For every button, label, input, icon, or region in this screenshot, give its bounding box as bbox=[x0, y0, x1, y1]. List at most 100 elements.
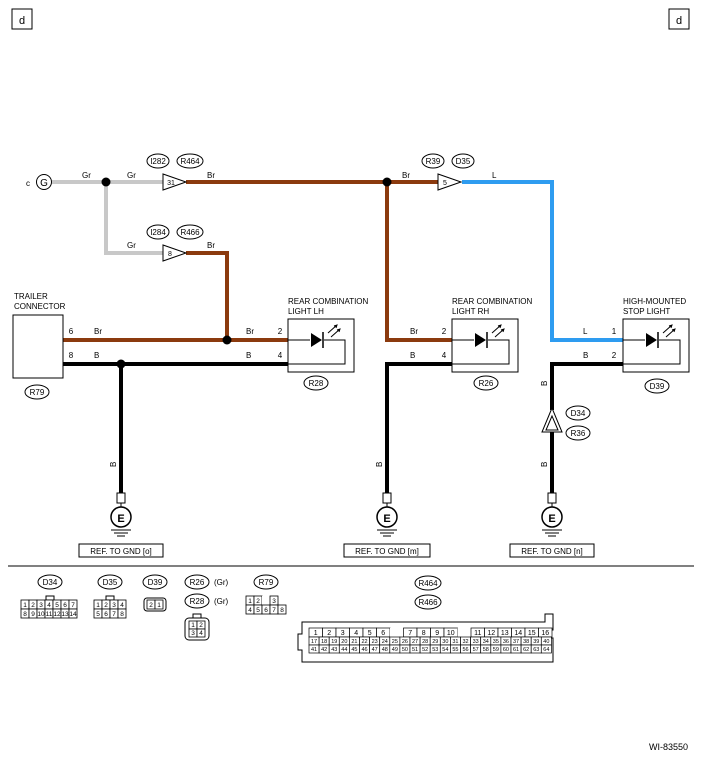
connector-pin-number: 50 bbox=[402, 647, 408, 653]
connector-pin-number: 7 bbox=[408, 630, 412, 637]
connector-tag bbox=[146, 224, 170, 240]
connector-pin-number: 31 bbox=[452, 639, 458, 645]
connector-pin-number: 13 bbox=[61, 611, 69, 618]
ground-m: E REF. TO GND [m] bbox=[343, 492, 431, 558]
connector-r39-d35: R39 D35 5 bbox=[421, 153, 475, 191]
connector-pin-number: 38 bbox=[523, 639, 529, 645]
connector-tag bbox=[142, 574, 168, 590]
connector-tag bbox=[414, 594, 442, 610]
connector-pin-number: 4 bbox=[120, 602, 124, 609]
component-label: STOP LIGHT bbox=[623, 307, 670, 316]
connector-i284-r466: I284 R466 8 bbox=[146, 224, 204, 262]
connector-pin-number: 12 bbox=[53, 611, 61, 618]
connector-pin-number: 59 bbox=[493, 647, 499, 653]
ground-ref-box bbox=[509, 543, 595, 558]
connector-tag bbox=[176, 153, 204, 169]
connector-pin-number: 4 bbox=[47, 602, 51, 609]
connector-pin: 5 bbox=[443, 180, 447, 187]
connector-arrow-icon bbox=[162, 244, 188, 262]
connector-pin-number: 9 bbox=[435, 630, 439, 637]
legend-label: R26 bbox=[190, 578, 205, 587]
connector-pin-number: 1 bbox=[96, 602, 100, 609]
wire-code: Br bbox=[402, 171, 410, 180]
connector-pin-number: 35 bbox=[493, 639, 499, 645]
connector-pin-number: 16 bbox=[541, 630, 549, 637]
connector-pin-number: 55 bbox=[452, 647, 458, 653]
trailer-connector: TRAILER CONNECTOR 6 8 R79 bbox=[12, 292, 74, 400]
connector-pin-number: 3 bbox=[39, 602, 43, 609]
corner-label-left: d bbox=[19, 15, 25, 27]
connector-tag bbox=[451, 153, 475, 169]
connector-tag bbox=[303, 375, 329, 391]
connector-pin: 31 bbox=[167, 180, 175, 187]
wire-black-hmsl-upper bbox=[550, 362, 623, 410]
figure-id: WI-83550 bbox=[649, 742, 688, 752]
connector-pin-number: 14 bbox=[514, 630, 522, 637]
connector-pin-number: 45 bbox=[351, 647, 357, 653]
connector-pin-cell bbox=[277, 604, 287, 615]
connector-pin-number: 2 bbox=[31, 602, 35, 609]
rear-combination-light-rh: REAR COMBINATION LIGHT RH 2 4 R26 bbox=[442, 297, 533, 391]
wire-gray-branch bbox=[104, 182, 165, 255]
connector-pin-number: 3 bbox=[341, 630, 345, 637]
legend-label: D34 bbox=[43, 578, 58, 587]
connector-pin-number: 7 bbox=[71, 602, 75, 609]
corner-label-right: d bbox=[676, 15, 682, 27]
connector-pin-number: 9 bbox=[31, 611, 35, 618]
inline-connector-d34-r36: D34 R36 bbox=[541, 405, 591, 441]
connector-tag-label: R39 bbox=[426, 157, 441, 166]
wire-code: Br bbox=[246, 327, 254, 336]
light-internal-wire bbox=[288, 339, 346, 365]
ground-ref: REF. TO GND [m] bbox=[355, 547, 419, 556]
connector-pin-number: 6 bbox=[381, 630, 385, 637]
connector-pin-cell bbox=[262, 596, 270, 605]
connector-pin-number: 8 bbox=[422, 630, 426, 637]
connector-tag bbox=[184, 593, 210, 609]
connector-tag-label: D35 bbox=[456, 157, 471, 166]
connector-latch bbox=[192, 613, 202, 619]
connector-pin-number: 34 bbox=[483, 639, 489, 645]
connector-tag-label: R36 bbox=[571, 429, 586, 438]
wire-code: B bbox=[109, 462, 118, 467]
connector-pin-number: 33 bbox=[473, 639, 479, 645]
connector-pin-number: 64 bbox=[543, 647, 549, 653]
junction-dot bbox=[222, 335, 232, 345]
ground-terminal bbox=[382, 492, 392, 504]
junction-dot bbox=[382, 177, 392, 187]
light-internal-wire bbox=[623, 339, 681, 365]
legend-label: R79 bbox=[259, 578, 274, 587]
connector-pin-number: 5 bbox=[256, 607, 260, 614]
connector-pin-number: 6 bbox=[104, 611, 108, 618]
connector-tag bbox=[176, 224, 204, 240]
connector-pin-number: 3 bbox=[272, 598, 276, 605]
connector-pin-number: 27 bbox=[412, 639, 418, 645]
connector-pin-cell bbox=[540, 644, 552, 654]
connector-pin-number: 1 bbox=[157, 602, 161, 609]
legend-label: R466 bbox=[418, 598, 438, 607]
connector-tag bbox=[644, 378, 670, 394]
lamp-led-icon bbox=[475, 333, 486, 347]
pin-number: 1 bbox=[612, 327, 617, 336]
connector-pin-number: 42 bbox=[321, 647, 327, 653]
light-rays-icon bbox=[662, 324, 676, 338]
source-letter: G bbox=[40, 178, 48, 189]
connector-tag bbox=[97, 574, 123, 590]
ground-icon bbox=[111, 529, 131, 537]
ground-ref: REF. TO GND [n] bbox=[521, 547, 583, 556]
connector-pin-number: 32 bbox=[462, 639, 468, 645]
connector-pin-number: 49 bbox=[392, 647, 398, 653]
wire-code: B bbox=[246, 351, 251, 360]
component-label: LIGHT RH bbox=[452, 307, 489, 316]
component-label: HIGH-MOUNTED bbox=[623, 297, 686, 306]
connector-pin-cell bbox=[390, 628, 404, 637]
connector-pin-number: 14 bbox=[69, 611, 77, 618]
connector-pin-number: 21 bbox=[351, 639, 357, 645]
connector-tag-label: I282 bbox=[150, 157, 166, 166]
connector-pin-number: 37 bbox=[513, 639, 519, 645]
connector-pin-number: 2 bbox=[199, 622, 203, 629]
